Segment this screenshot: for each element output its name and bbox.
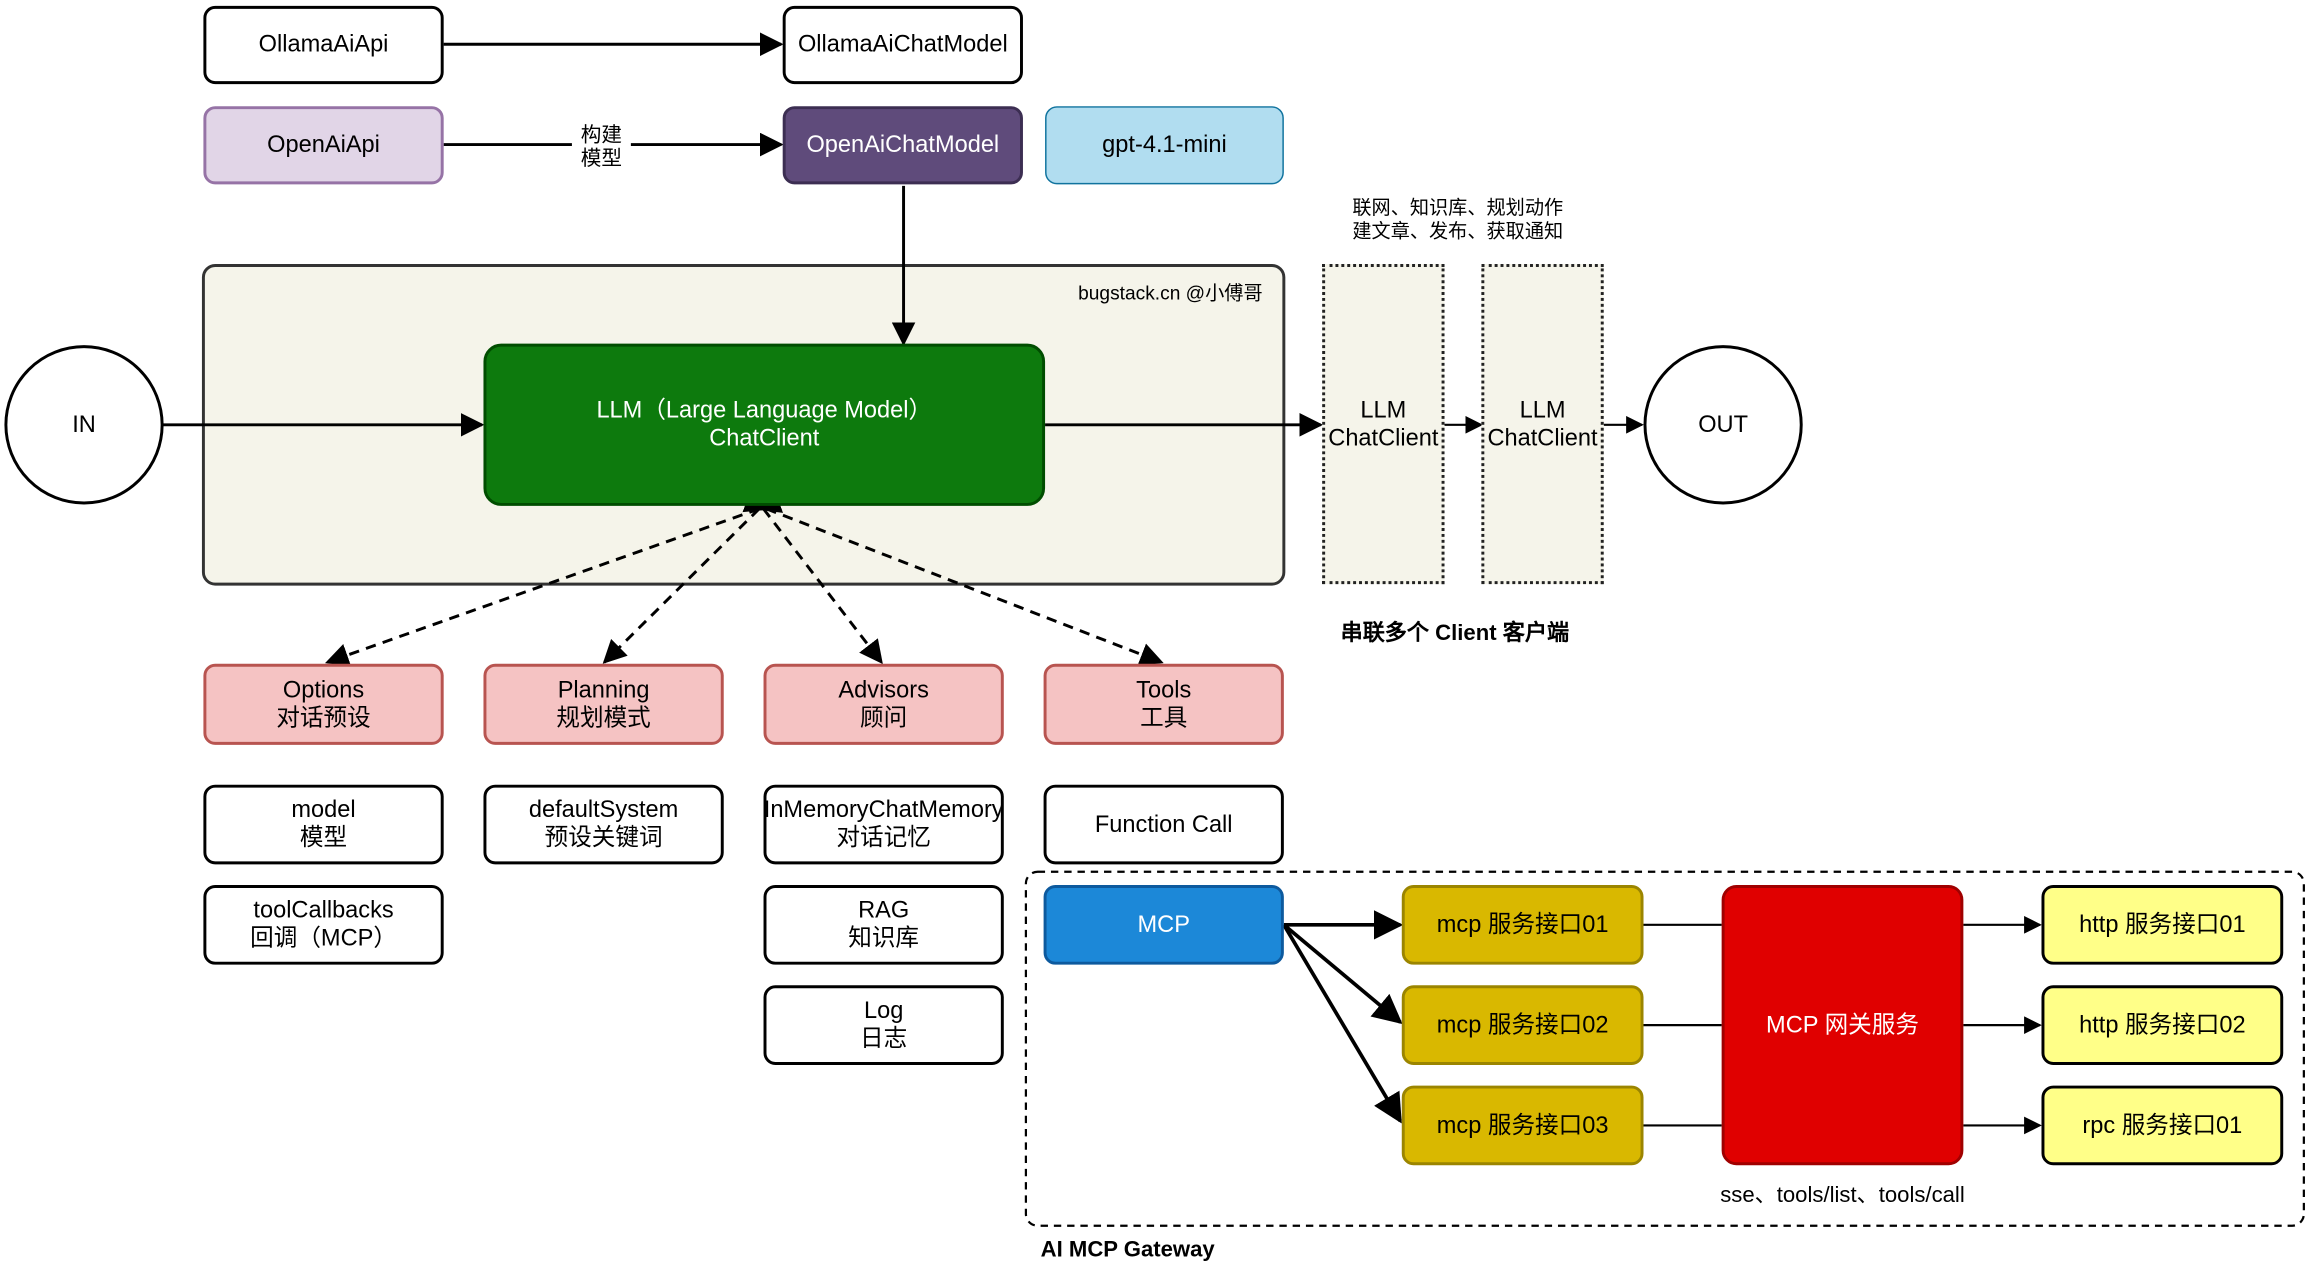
chain-note: 联网、知识库、规划动作 建文章、发布、获取通知 [1352,196,1564,242]
advisor-rag-node: RAG 知识库 [763,885,1004,965]
endpoint-http-01-node: http 服务接口01 [2041,885,2284,965]
ollama-api-label: OllamaAiApi [258,32,389,58]
chain-caption: 串联多个 Client 客户端 [1340,620,1570,647]
option-model-node: model 模型 [203,784,444,865]
in-label: IN [72,412,96,438]
tools-node: Tools 工具 [1043,663,1284,745]
ollama-model-label: OllamaAiChatModel [797,32,1008,58]
ai-mcp-gateway-container [1024,870,2305,1227]
arrow-mcp-to-service03 [1282,923,1402,1124]
mcp-gateway-service-node: MCP 网关服务 [1721,885,1964,1166]
mcp-service-01-node: mcp 服务接口01 [1401,885,1644,965]
mcp-service-02-node: mcp 服务接口02 [1401,985,1644,1065]
out-label: OUT [1698,412,1749,438]
protocol-note: sse、tools/list、tools/call [1720,1182,1965,1209]
container-watermark: bugstack.cn @小傅哥 [1078,281,1263,304]
build-model-edge-label: 构建 模型 [571,122,631,170]
openai-api-node: OpenAiApi [203,106,444,185]
option-toolcallbacks-node: toolCallbacks 回调（MCP） [203,885,444,965]
llm-chatclient-node: LLM（Large Language Model） ChatClient [483,343,1046,506]
planning-defaultsystem-node: defaultSystem 预设关键词 [483,784,724,865]
ollama-api-node: OllamaAiApi [203,5,444,85]
mcp-node: MCP [1043,885,1284,965]
endpoint-rpc-01-node: rpc 服务接口01 [2041,1085,2284,1166]
mcp-service-03-node: mcp 服务接口03 [1401,1085,1644,1166]
advisor-log-node: Log 日志 [763,985,1004,1065]
options-node: Options 对话预设 [203,663,444,745]
advisor-memory-node: InMemoryChatMemory 对话记忆 [763,784,1004,865]
planning-node: Planning 规划模式 [483,663,724,745]
gateway-title: AI MCP Gateway [1040,1237,1215,1263]
chained-client-2: LLM ChatClient [1481,264,1604,585]
advisors-node: Advisors 顾问 [763,663,1004,745]
gpt-model-label: gpt-4.1-mini [1102,132,1227,158]
out-node: OUT [1643,345,1803,505]
dashed-llm-planning [602,485,783,664]
in-node: IN [4,345,164,505]
openai-api-label: OpenAiApi [267,132,380,158]
openai-model-label: OpenAiChatModel [806,132,1000,158]
endpoint-http-02-node: http 服务接口02 [2041,985,2284,1065]
tool-function-call-node: Function Call [1043,784,1284,865]
openai-model-node: OpenAiChatModel [782,106,1023,185]
chained-client-1: LLM ChatClient [1322,264,1445,585]
gpt-model-node: gpt-4.1-mini [1045,106,1284,185]
arrow-mcp-to-service02 [1282,923,1403,1025]
ollama-model-node: OllamaAiChatModel [782,5,1023,85]
